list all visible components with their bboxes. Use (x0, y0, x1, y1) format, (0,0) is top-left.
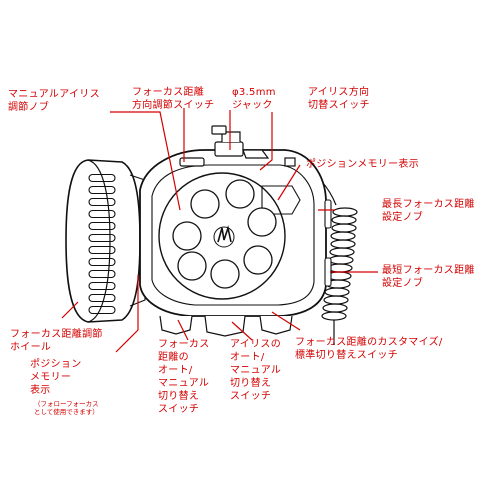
label-longest-focus-knob: 最長フォーカス距離 設定ノブ (382, 199, 475, 223)
brand-logo-icon (217, 224, 232, 243)
label-focus-customize: フォーカス距離のカスタマイズ/ 標準切り替えスイッチ (295, 337, 443, 361)
label-jack: φ3.5mm ジャック (232, 87, 276, 111)
label-iris-knob: マニュアルアイリス 調節ノブ (8, 89, 100, 113)
preset-dial (158, 172, 286, 300)
focus-wheel (65, 159, 146, 323)
label-focus-wheel: フォーカス距離調節 ホイール (10, 329, 103, 353)
label-focus-dir-switch: フォーカス距離 方向調節スイッチ (132, 87, 215, 111)
label-position-memory: ポジションメモリー表示 (306, 159, 419, 170)
label-position-memory-follow: ポジション メモリー 表示 (30, 359, 82, 396)
label-focus-auto-manual: フォーカス 距離の オート/ マニュアル 切り替え スイッチ (158, 339, 210, 415)
top-connectors (179, 125, 296, 167)
label-follow-focus-note: （フォローフォーカス として使用できます） (34, 400, 99, 416)
label-iris-dir-switch: アイリス方向 切替スイッチ (308, 87, 370, 111)
bottom-knobs (159, 315, 293, 337)
label-shortest-focus-knob: 最短フォーカス距離 設定ノブ (382, 265, 475, 289)
leader-lines (61, 108, 378, 353)
label-iris-auto-manual: アイリスの オート/ マニュアル 切り替え スイッチ (230, 339, 282, 402)
